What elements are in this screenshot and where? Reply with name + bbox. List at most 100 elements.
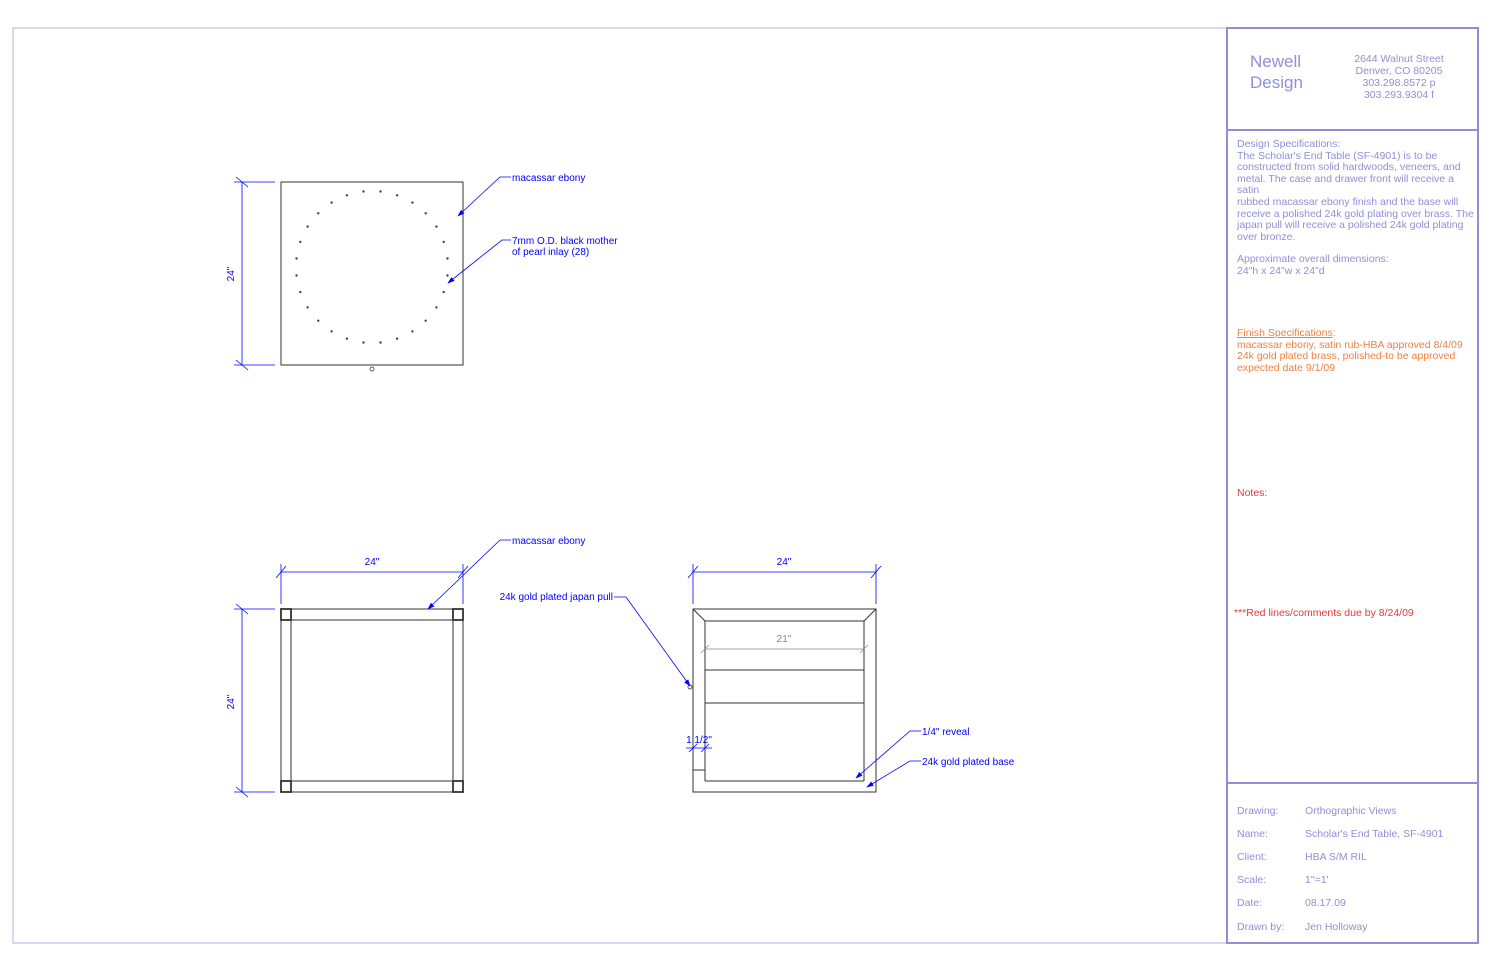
inlay-dot [299, 240, 302, 244]
inlay-dot [411, 330, 414, 333]
leader-ebony-top [457, 176, 511, 217]
leader-pull [614, 596, 691, 687]
top-view-height-dimension [234, 176, 275, 371]
overall-dimensions: Approximate overall dimensions: 24"h x 2… [1237, 253, 1477, 277]
notes-heading: Notes: [1237, 487, 1268, 499]
inlay-dot [446, 257, 449, 260]
finish-heading-colon: : [1332, 327, 1336, 339]
specs-line: japan pull will receive a polished 24k g… [1237, 219, 1464, 232]
info-value: HBA S/M RIL [1305, 851, 1367, 863]
address-line: 303.293.9304 f [1363, 89, 1435, 101]
top-view-height-label: 24" [226, 266, 237, 281]
front-view-post-dimension [686, 743, 712, 753]
title-block-frame [1226, 27, 1479, 944]
finish-line: macassar ebony, satin rub-HBA approved 8… [1237, 338, 1463, 351]
info-label: Drawing: [1237, 805, 1279, 817]
inlay-dot [317, 212, 320, 215]
callout-pull: 24k gold plated japan pull [500, 592, 613, 603]
inlay-dot [299, 290, 302, 294]
callout-inlay-line2: of pearl inlay (28) [512, 247, 589, 258]
info-label: Date: [1237, 897, 1263, 909]
specs-line: over bronze. [1237, 230, 1296, 243]
info-value: Orthographic Views [1305, 805, 1397, 817]
specs-line: constructed from solid hardwoods, veneer… [1237, 161, 1461, 174]
dimensions-value: 24"h x 24"w x 24"d [1237, 264, 1325, 277]
leader-base [866, 760, 921, 788]
plan-view-height-dimension [234, 603, 275, 798]
inlay-dot [330, 330, 333, 333]
inlay-dot [379, 190, 382, 193]
inlay-dot [317, 319, 320, 322]
info-value: Jen Holloway [1305, 921, 1368, 933]
inlay-dot [395, 194, 399, 197]
dimensions-heading: Approximate overall dimensions: [1237, 253, 1389, 265]
callout-reveal: 1/4" reveal [922, 727, 969, 738]
inlay-dot [295, 274, 298, 277]
callout-ebony-plan: macassar ebony [512, 536, 585, 547]
inlay-dot [330, 201, 333, 204]
front-view-inner-label: 21" [777, 634, 792, 645]
company-address: 2644 Walnut Street Denver, CO 80205 303.… [1344, 53, 1454, 101]
callout-inlay-line1: 7mm O.D. black mother [512, 236, 618, 247]
callout-base: 24k gold plated base [922, 757, 1015, 768]
address-line: 303.298.8572 p [1362, 77, 1436, 89]
inlay-dot [442, 240, 445, 244]
specs-line: The Scholar's End Table (SF-4901) is to … [1237, 149, 1438, 162]
plan-view-width-dimension [275, 564, 469, 604]
front-view-inner-dimension [700, 644, 869, 654]
info-label: Client: [1237, 851, 1267, 863]
plan-view-height-label: 24" [226, 694, 237, 709]
info-value: 08.17.09 [1305, 897, 1346, 909]
leader-inlay [447, 239, 511, 284]
inlay-dot [395, 337, 399, 340]
front-view: 24" 21" 1 1/2" 24k gold plated japan pul… [500, 557, 1015, 793]
inlay-dot [424, 212, 427, 215]
inlay-dot [306, 225, 309, 228]
specs-heading: Design Specifications: [1237, 138, 1341, 150]
company-name: Newell Design [1250, 51, 1303, 93]
inlay-dot [435, 306, 438, 309]
redlines-note: ***Red lines/comments due by 8/24/09 [1234, 607, 1414, 619]
inlay-dot [424, 319, 427, 322]
finish-line: 24k gold plated brass, polished-to be ap… [1237, 350, 1456, 363]
inlay-dot [411, 201, 414, 204]
address-line: Denver, CO 80205 [1355, 65, 1443, 77]
inlay-dot [442, 290, 445, 294]
address-line: 2644 Walnut Street [1354, 53, 1444, 65]
inlay-dot [345, 337, 349, 340]
info-value: Scholar's End Table, SF-4901 [1305, 828, 1444, 840]
front-view-post-label: 1 1/2" [686, 735, 712, 746]
inlay-dot [435, 225, 438, 228]
plan-view-width-label: 24" [365, 557, 380, 568]
leader-reveal [855, 730, 921, 779]
top-view: 24" macassar ebony 7mm O.D. black mother… [226, 173, 618, 372]
design-specifications: Design Specifications: The Scholar's End… [1237, 138, 1477, 243]
inlay-dot [362, 190, 365, 193]
inlay-dot [362, 341, 365, 344]
info-label: Scale: [1237, 874, 1267, 886]
front-view-case [692, 608, 877, 793]
company-name-line1: Newell [1250, 52, 1302, 71]
inlay-dot [379, 341, 382, 344]
finish-heading: Finish Specifications [1237, 327, 1333, 339]
specs-line: receive a polished 24k gold plating over… [1237, 207, 1474, 220]
finish-line: expected date 9/1/09 [1237, 361, 1336, 374]
info-label: Drawn by: [1237, 921, 1285, 933]
company-name-line2: Design [1250, 73, 1303, 92]
specs-line: metal. The case and drawer front will re… [1237, 172, 1454, 197]
pull-marker [369, 366, 375, 372]
specs-line: rubbed macassar ebony finish and the bas… [1237, 195, 1459, 208]
info-label: Name: [1237, 828, 1268, 840]
plan-view: 24" 24" macassar ebony [226, 536, 585, 798]
plan-view-frame [280, 608, 464, 793]
inlay-dot [345, 194, 349, 197]
info-value: 1"=1' [1305, 874, 1329, 886]
inlay-dot [295, 257, 298, 260]
callout-ebony-top: macassar ebony [512, 173, 585, 184]
leader-ebony-plan [427, 539, 511, 610]
top-view-outline [280, 181, 464, 366]
inlay-dot [446, 274, 449, 277]
inlay-dot [306, 306, 309, 309]
front-view-width-dimension [687, 564, 882, 604]
